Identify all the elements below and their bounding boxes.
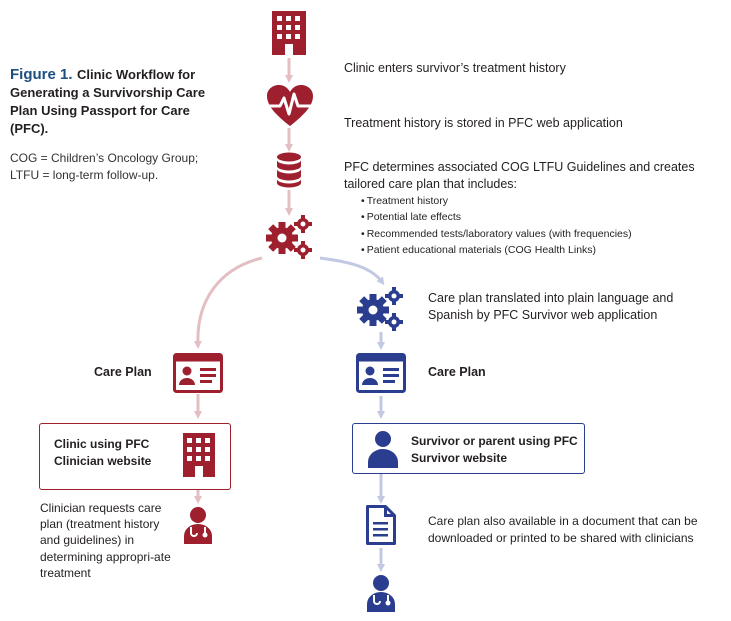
- heart-pulse-icon: [267, 85, 313, 126]
- doctor-icon: [184, 507, 212, 544]
- step-history-stored: Treatment history is stored in PFC web a…: [344, 116, 623, 130]
- figure-title-rest: Generating a Survivorship Care Plan Usin…: [10, 85, 206, 136]
- clinician-requests-text: Clinician requests care plan (treatment …: [40, 501, 171, 580]
- building-icon: [272, 11, 306, 55]
- figure-note-line2: LTFU = long-term follow-up.: [10, 168, 159, 182]
- database-icon: [277, 152, 301, 188]
- figure-note: COG = Children’s Oncology Group; LTFU = …: [10, 150, 220, 184]
- list-item: Treatment history: [361, 193, 632, 209]
- figure-title-first: Clinic Workflow for: [76, 67, 196, 82]
- figure-number: Figure 1.: [10, 66, 73, 83]
- step-translation: Care plan translated into plain language…: [428, 291, 674, 322]
- arrow-left-curve: [193, 256, 263, 349]
- document-icon: [366, 505, 396, 545]
- id-card-icon: [173, 353, 223, 393]
- survivor-box: Survivor or parent using PFC Survivor we…: [352, 423, 585, 474]
- right-care-plan-label: Care Plan: [428, 365, 486, 379]
- building-icon: [183, 433, 215, 477]
- clinic-box-label: Clinic using PFC Clinician website: [54, 437, 152, 468]
- id-card-icon: [356, 353, 406, 393]
- list-item: Recommended tests/laboratory values (wit…: [361, 226, 632, 242]
- figure-title: Figure 1. Clinic Workflow for Generating…: [10, 66, 230, 138]
- figure-caption: Figure 1. Clinic Workflow for Generating…: [10, 66, 230, 138]
- care-plan-contents-list: Treatment history Potential late effects…: [361, 193, 632, 258]
- doctor-icon: [367, 575, 395, 612]
- gears-icon: [357, 287, 403, 331]
- list-item: Patient educational materials (COG Healt…: [361, 242, 632, 258]
- list-item: Potential late effects: [361, 209, 632, 225]
- step-pfc-determines: PFC determines associated COG LTFU Guide…: [344, 160, 695, 191]
- left-care-plan-label: Care Plan: [94, 365, 152, 379]
- step-clinic-enters: Clinic enters survivor’s treatment histo…: [344, 61, 566, 75]
- clinic-box: Clinic using PFC Clinician website: [39, 423, 231, 490]
- figure-note-line1: COG = Children’s Oncology Group;: [10, 151, 199, 165]
- gears-icon: [266, 215, 312, 259]
- document-available-text: Care plan also available in a document t…: [428, 514, 698, 545]
- survivor-box-label: Survivor or parent using PFC Survivor we…: [411, 434, 578, 465]
- person-icon: [368, 431, 398, 468]
- arrow-right-curve: [319, 256, 385, 286]
